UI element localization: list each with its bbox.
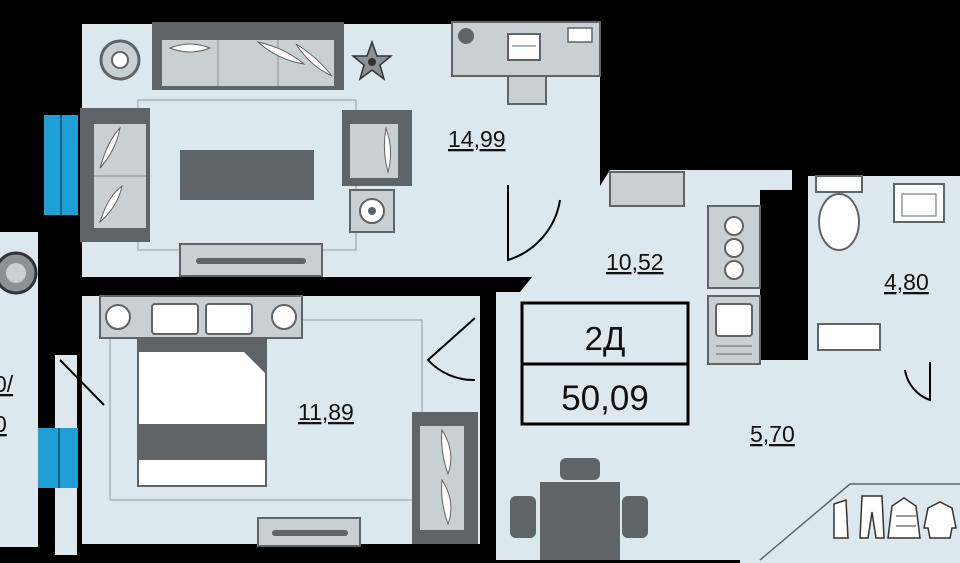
balcony-items [0,251,38,295]
living-room-area: 14,99 [448,126,506,152]
vest-icon [833,498,849,539]
kitchen-furniture [609,171,761,365]
toilet-bowl [818,193,860,251]
bed [137,337,267,487]
balcony-area-line1: 0/ [0,371,14,397]
doors [59,185,931,406]
windows [38,115,78,488]
bathroom-fixtures [815,175,945,351]
laptop-icon [507,33,541,61]
coffee-table [180,150,314,200]
bathroom-area: 4,80 [884,269,929,295]
apartment-total-area: 50,09 [561,379,649,418]
sweater-icon [923,501,957,539]
apartment-type: 2Д [585,320,626,357]
living-room-furniture [80,21,601,277]
bedroom-area: 11,89 [298,399,354,425]
balcony-area-line2: 0 [0,411,7,437]
plant-icon [350,39,394,81]
kitchen-area: 10,52 [606,249,664,275]
dining-table [540,482,620,560]
bathtub [817,323,881,351]
apartment-info-box: 2Д 50,09 [520,301,690,426]
fridge [609,171,685,207]
bedroom-furniture [99,295,478,547]
kitchen-wall-niche [768,222,792,334]
pants-icon [859,495,885,539]
desk-chair [507,75,547,105]
wardrobe [759,483,960,561]
hallway-area: 5,70 [750,421,795,447]
dining-set [510,458,648,560]
jacket-icon [887,497,921,539]
toilet-tank [815,175,863,193]
